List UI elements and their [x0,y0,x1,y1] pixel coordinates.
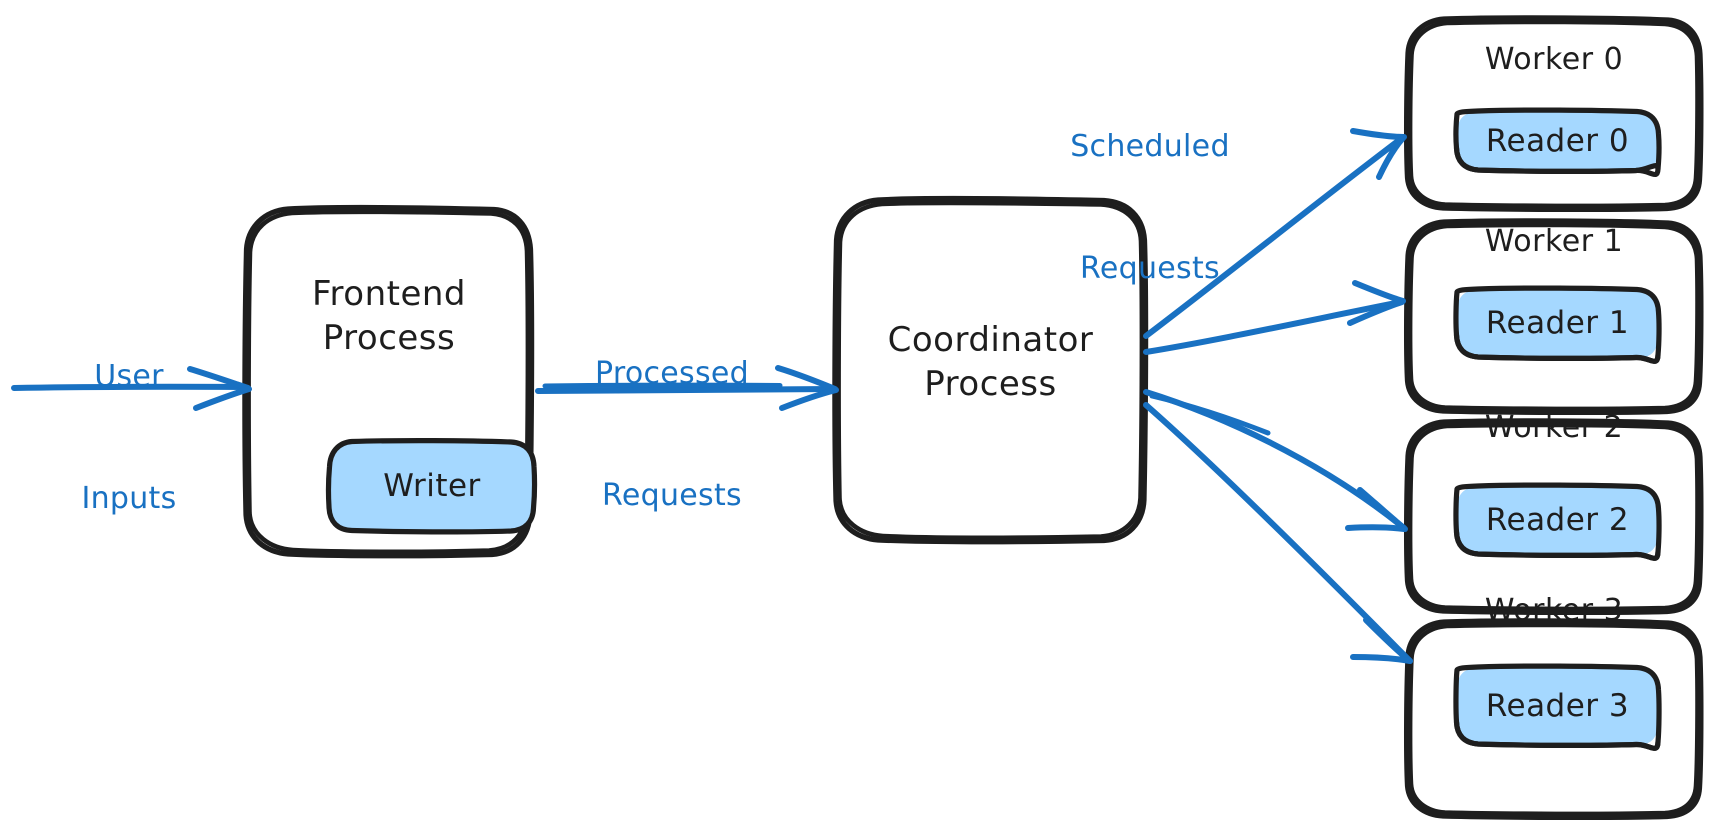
edge-label-user-inputs: User Inputs [24,275,234,601]
worker-0-title-text: Worker 0 [1484,41,1624,77]
edge-label-processed-requests: Processed Requests [542,272,802,598]
frontend-process-title: Frontend Process [246,252,532,382]
reader-0-label: Reader 0 [1457,112,1658,172]
frontend-title-line-1: Frontend [311,274,467,315]
reader-3-label: Reader 3 [1457,668,1658,745]
worker-2-title: Worker 2 [1408,404,1700,452]
coordinator-title-line-1: Coordinator [887,320,1094,361]
user-inputs-line-2: Inputs [81,480,177,516]
arrow-to-worker-2 [1143,389,1408,532]
reader-1-label-text: Reader 1 [1485,305,1630,342]
reader-1-label: Reader 1 [1457,290,1658,358]
scheduled-requests-line-1: Scheduled [1070,128,1230,164]
processed-requests-line-2: Requests [602,477,742,513]
coordinator-title-line-2: Process [924,364,1057,404]
worker-1-title-text: Worker 1 [1484,223,1624,259]
reader-2-label-text: Reader 2 [1485,502,1630,539]
worker-1-title: Worker 1 [1408,218,1700,266]
user-inputs-line-1: User [94,358,164,394]
worker-3-title-text: Worker 3 [1484,592,1624,628]
processed-requests-line-1: Processed [594,355,749,391]
reader-3-label-text: Reader 3 [1485,687,1630,724]
edge-label-scheduled-requests: Scheduled Requests [1020,45,1280,371]
writer-label-text: Writer [383,468,481,505]
reader-2-label: Reader 2 [1457,487,1658,555]
reader-0-label-text: Reader 0 [1485,123,1630,160]
frontend-title-line-2: Process [322,318,456,358]
arrow-to-worker-3 [1143,402,1413,664]
coordinator-process-title: Coordinator Process [836,298,1145,428]
worker-3-title: Worker 3 [1408,587,1700,635]
worker-2-title-text: Worker 2 [1484,409,1624,445]
scheduled-requests-line-2: Requests [1080,250,1220,286]
writer-chip-label: Writer [330,443,534,531]
worker-0-title: Worker 0 [1408,36,1700,84]
